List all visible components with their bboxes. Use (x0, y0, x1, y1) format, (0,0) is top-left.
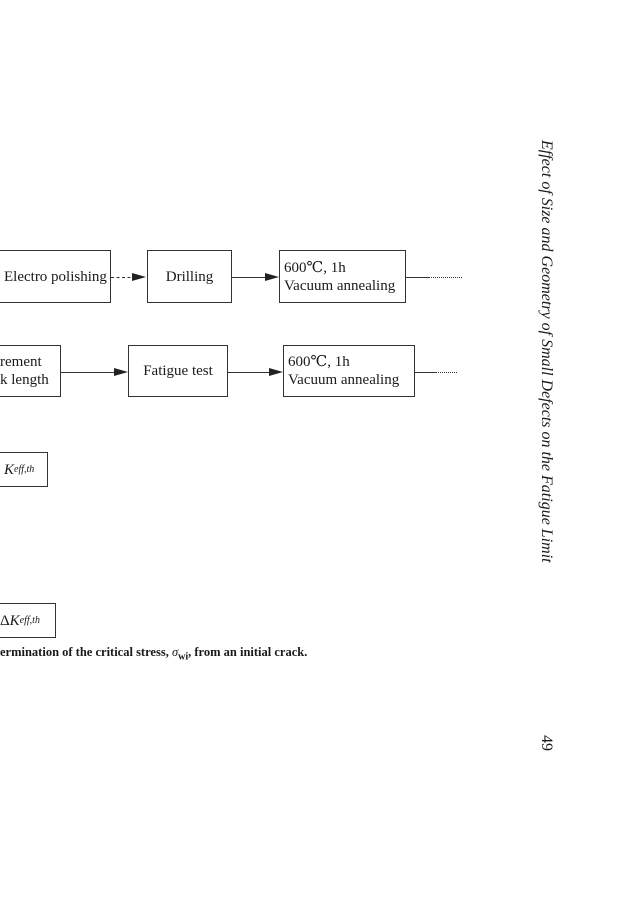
connector-line (406, 277, 428, 278)
caption-symbol: σ (171, 645, 179, 659)
flow-box-fatigue-test: Fatigue test (128, 345, 228, 397)
symbol-delta: Δ (0, 612, 10, 629)
arrow-head-icon (265, 273, 279, 281)
symbol-k: K (9, 612, 20, 629)
subscript: eff,th (14, 463, 35, 475)
annealing-condition: 600℃, 1h (288, 354, 350, 370)
flow-box-label: k length (0, 372, 49, 388)
caption-text: , from an initial crack. (188, 645, 308, 659)
annealing-label: Vacuum annealing (288, 372, 400, 388)
annealing-condition: 600℃, 1h (284, 259, 346, 276)
connector-line (111, 277, 136, 278)
flow-box-vacuum-annealing: 600℃, 1h Vacuum annealing (279, 250, 406, 303)
continuation-dots (428, 277, 462, 278)
arrow-head-icon (132, 273, 146, 281)
connector-line (61, 372, 116, 373)
subscript: eff,th (19, 614, 40, 626)
caption-subscript: wi (178, 651, 189, 663)
continuation-dots (435, 372, 457, 373)
connector-line (415, 372, 435, 373)
annealing-label: Vacuum annealing (284, 277, 396, 294)
flow-box-label: Electro polishing (4, 268, 107, 285)
flow-box-label: Drilling (165, 268, 214, 285)
symbol-k: K (4, 461, 15, 478)
flow-box-drilling: Drilling (147, 250, 232, 303)
connector-line (232, 277, 267, 278)
arrow-head-icon (114, 368, 128, 376)
flow-box-vacuum-annealing-2: 600℃, 1h Vacuum annealing (283, 345, 415, 397)
arrow-head-icon (269, 368, 283, 376)
running-head: Effect of Size and Geometry of Small Def… (538, 140, 555, 563)
page-number: 49 (538, 735, 555, 751)
figure-caption: ermination of the critical stress, σwi, … (0, 645, 307, 663)
flow-box-label: Fatigue test (143, 363, 213, 379)
caption-text: ermination of the critical stress, (0, 645, 172, 659)
connector-line (228, 372, 271, 373)
flow-box-measurement: rement k length (0, 345, 61, 397)
flow-box-electro-polishing: Electro polishing (0, 250, 111, 303)
flow-box-label: rement (0, 354, 42, 370)
